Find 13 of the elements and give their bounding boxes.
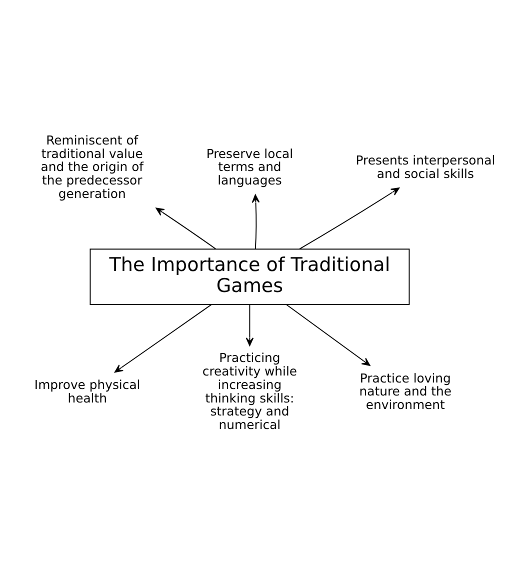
arrow bbox=[246, 304, 254, 346]
arrow bbox=[298, 188, 400, 250]
node-box: The Importance of Traditional Games bbox=[90, 248, 410, 305]
node-text: Preserve local terms and languages bbox=[206, 146, 294, 188]
node-text: Improve physical health bbox=[34, 376, 140, 406]
arrow bbox=[286, 304, 370, 366]
node-text: Reminiscent of traditional value and the origin of the predecessor generation bbox=[40, 132, 144, 201]
arrow bbox=[114, 304, 212, 373]
arrow bbox=[156, 208, 216, 250]
node-text: Presents interpersonal and social skills bbox=[356, 152, 496, 181]
node-text: Practice loving nature and the environment bbox=[359, 370, 452, 412]
node-text: Practicing creativity while increasing thinking skills: strategy and numerical bbox=[202, 350, 298, 432]
arrow bbox=[252, 194, 260, 250]
